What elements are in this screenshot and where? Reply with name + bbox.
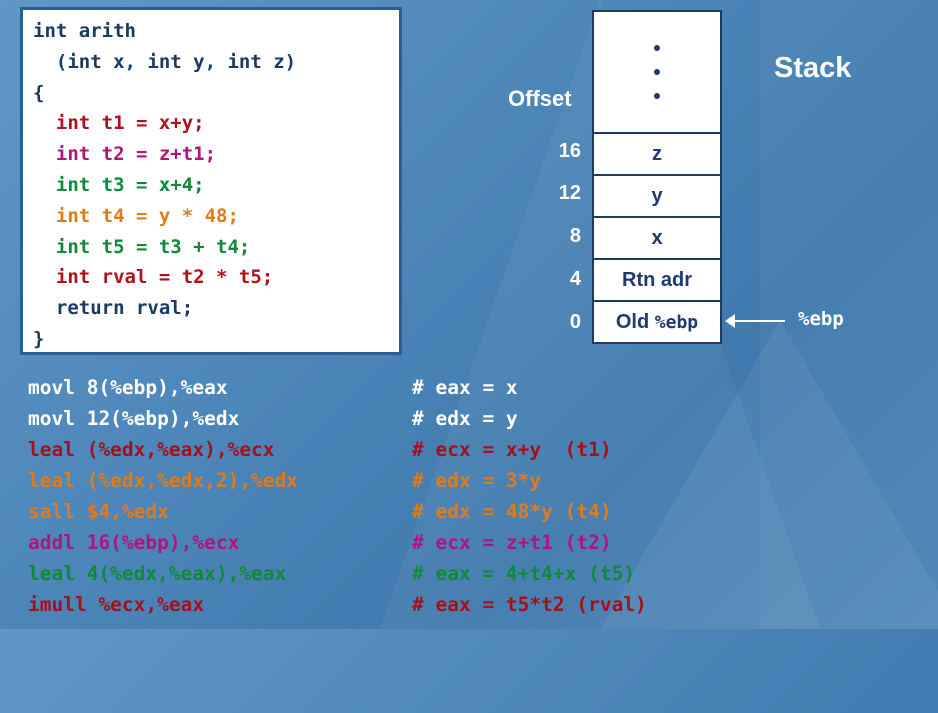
stack-offset: 4 [569,268,581,290]
ellipsis-dot [654,45,660,51]
code-line: (int x, int y, int z) [33,50,297,73]
ellipsis-dot [654,69,660,75]
assembly-instruction: addl 16(%ebp),%ecx [28,531,240,554]
stack-cell-label: x [651,226,663,249]
assembly-comment: # edx = 3*y [412,469,542,492]
assembly-line: addl 16(%ebp),%ecx # ecx = z+t1 (t2) [28,527,908,558]
assembly-comment: # ecx = x+y (t1) [412,438,612,461]
ebp-pointer-label: %ebp [798,308,844,330]
stack-title: Stack [774,52,852,84]
stack-cell-label: Old [615,310,655,333]
assembly-comment: # edx = 48*y (t4) [412,500,612,523]
code-line: return rval; [33,297,194,320]
code-line: int arith [33,20,136,42]
code-line: } [33,327,45,350]
stack-cell-x: x [594,216,720,258]
stack-ellipsis [594,12,720,132]
assembly-line: leal (%edx,%edx,2),%edx # edx = 3*y [28,465,908,496]
stack-cell-y: y [594,174,720,216]
stack-offset: 16 [558,140,581,162]
assembly-line: movl 8(%ebp),%eax # eax = x [28,372,908,403]
code-line: int t3 = x+4; [33,173,205,196]
assembly-instruction: leal (%edx,%edx,2),%edx [28,469,299,492]
stack-cell-old-ebp: Old %ebp [594,300,720,342]
assembly-line: imull %ecx,%eax # eax = t5*t2 (rval) [28,589,908,620]
assembly-line: leal (%edx,%eax),%ecx # ecx = x+y (t1) [28,434,908,465]
stack-offset: 0 [569,311,581,333]
assembly-line: leal 4(%edx,%eax),%eax # eax = 4+t4+x (t… [28,558,908,589]
code-line: int t5 = t3 + t4; [33,235,251,258]
assembly-line: movl 12(%ebp),%edx # edx = y [28,403,908,434]
assembly-instruction: leal (%edx,%eax),%ecx [28,438,275,461]
code-line: int t2 = z+t1; [33,143,217,166]
assembly-listing: movl 8(%ebp),%eax # eax = x movl 12(%ebp… [28,372,908,620]
code-line: { [33,81,45,104]
code-line: int rval = t2 * t5; [33,266,274,289]
code-line: int t4 = y * 48; [33,204,239,227]
stack-cell-z: z [594,132,720,174]
stack-cell-return-address: Rtn adr [594,258,720,300]
ellipsis-dot [654,93,660,99]
assembly-instruction: imull %ecx,%eax [28,593,205,616]
stack-cell-register: %ebp [654,311,699,333]
stack-diagram: z y x Rtn adr Old %ebp [592,10,722,344]
stack-cell-label: Rtn adr [622,268,692,291]
assembly-comment: # ecx = z+t1 (t2) [412,531,612,554]
code-line: int t1 = x+y; [33,112,205,135]
c-source-code-box: int arith (int x, int y, int z) { int t1… [20,7,402,355]
assembly-instruction: movl 12(%ebp),%edx [28,407,240,430]
assembly-instruction: movl 8(%ebp),%eax [28,376,228,399]
assembly-comment: # eax = x [412,376,518,399]
stack-cell-label: z [652,142,662,165]
stack-offset: 8 [569,225,581,247]
stack-offset: 12 [558,182,581,204]
offset-label: Offset [508,86,572,111]
assembly-comment: # eax = 4+t4+x (t5) [412,562,636,585]
stack-cell-label: y [651,184,663,207]
assembly-comment: # edx = y [412,407,518,430]
ebp-pointer-arrow [725,314,785,328]
assembly-comment: # eax = t5*t2 (rval) [412,593,647,616]
assembly-line: sall $4,%edx # edx = 48*y (t4) [28,496,908,527]
assembly-instruction: leal 4(%edx,%eax),%eax [28,562,287,585]
assembly-instruction: sall $4,%edx [28,500,169,523]
